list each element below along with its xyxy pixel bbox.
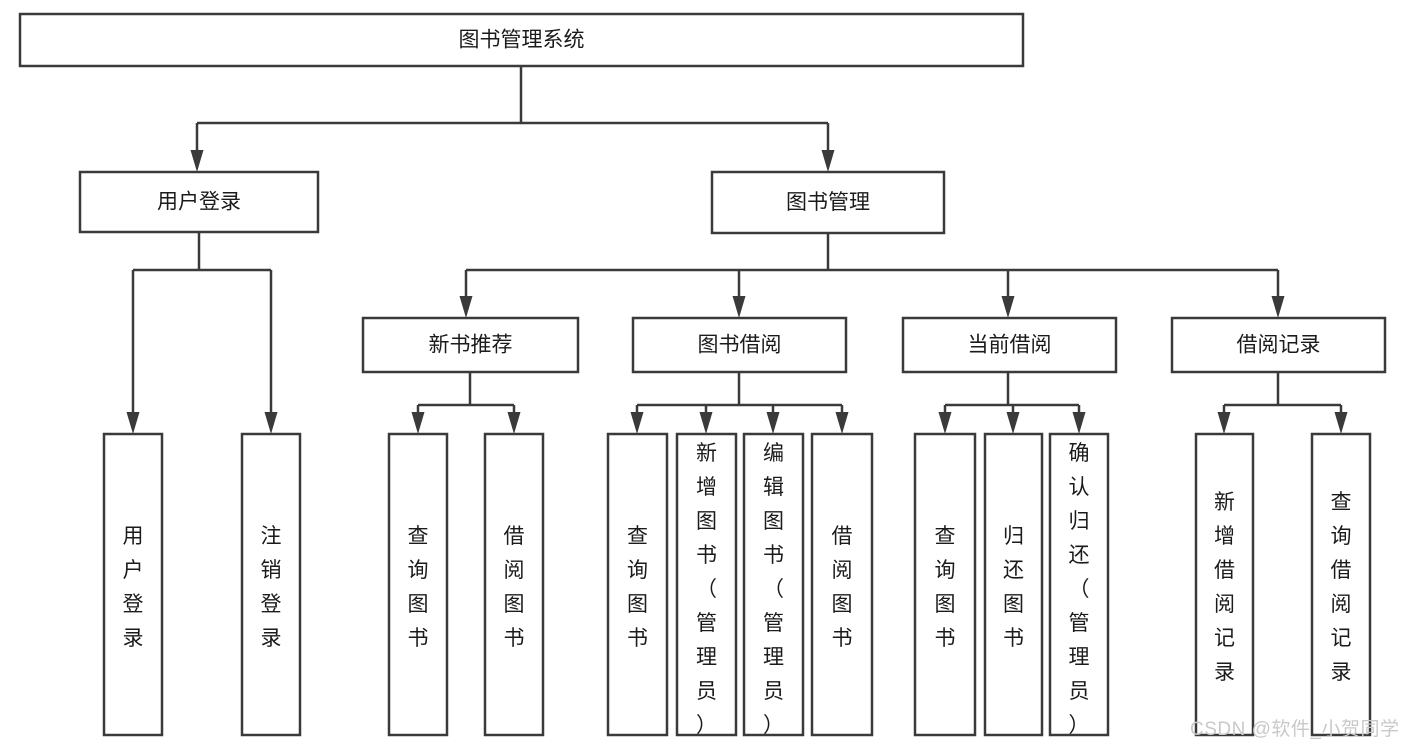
arrow-head-icon (630, 412, 644, 434)
arrow-head-icon (699, 412, 713, 434)
node-label: 借阅图书 (504, 525, 525, 650)
node-label: 借阅图书 (832, 525, 853, 650)
node-box (710, 170, 946, 235)
node-leaf-add-book-admin[interactable]: 新增图书（管理员） (675, 432, 738, 737)
arrow-head-icon (1001, 296, 1015, 318)
node-label: 图书管理 (786, 191, 870, 214)
node-leaf-borrow-book-recommend[interactable]: 借阅图书 (483, 432, 545, 737)
node-label: 新书推荐 (429, 334, 513, 357)
arrow-head-icon (835, 412, 849, 434)
node-box (361, 316, 580, 374)
node-layer: 图书管理系统用户登录图书管理新书推荐图书借阅当前借阅借阅记录用户登录注销登录查询… (18, 12, 1387, 737)
node-box (483, 432, 545, 737)
arrow-head-icon (1006, 412, 1020, 434)
node-box (675, 432, 738, 737)
node-label: 查询图书 (935, 525, 956, 650)
node-new-book-recommend[interactable]: 新书推荐 (361, 316, 580, 374)
node-box (78, 170, 320, 234)
node-label: 归还图书 (1003, 525, 1024, 650)
node-label: 编辑图书（管理员） (763, 442, 784, 737)
node-label: 查询图书 (408, 525, 429, 650)
node-box (1048, 432, 1110, 737)
node-label: 用户登录 (157, 191, 241, 214)
node-book-management[interactable]: 图书管理 (710, 170, 946, 235)
node-label: 新增借阅记录 (1214, 491, 1235, 684)
node-box (18, 12, 1025, 68)
node-label: 查询图书 (627, 525, 648, 650)
node-label: 注销登录 (261, 525, 282, 650)
node-borrow-record[interactable]: 借阅记录 (1170, 316, 1387, 374)
node-book-borrow[interactable]: 图书借阅 (631, 316, 848, 374)
arrow-head-icon (732, 296, 746, 318)
node-box (810, 432, 874, 737)
node-label: 新增图书（管理员） (696, 442, 717, 737)
arrow-head-icon (459, 296, 473, 318)
arrow-head-icon (1271, 296, 1285, 318)
node-label: 图书管理系统 (459, 29, 585, 52)
node-root[interactable]: 图书管理系统 (18, 12, 1025, 68)
arrow-head-icon (264, 412, 278, 434)
node-box (1170, 316, 1387, 374)
node-leaf-return-book[interactable]: 归还图书 (983, 432, 1044, 737)
node-label: 确认归还（管理员） (1069, 442, 1090, 737)
node-box (240, 432, 302, 737)
node-leaf-borrow-book[interactable]: 借阅图书 (810, 432, 874, 737)
node-label: 借阅记录 (1237, 334, 1321, 357)
arrow-head-icon (938, 412, 952, 434)
node-box (387, 432, 449, 737)
node-leaf-user-login[interactable]: 用户登录 (102, 432, 164, 737)
arrow-head-icon (821, 150, 835, 172)
arrow-head-icon (766, 412, 780, 434)
node-box (742, 432, 805, 737)
node-leaf-confirm-return-admin[interactable]: 确认归还（管理员） (1048, 432, 1110, 737)
node-box (102, 432, 164, 737)
node-leaf-query-book-borrow[interactable]: 查询图书 (606, 432, 669, 737)
connector-layer (126, 66, 1348, 434)
node-user-login[interactable]: 用户登录 (78, 170, 320, 234)
arrow-head-icon (411, 412, 425, 434)
node-leaf-add-borrow-record[interactable]: 新增借阅记录 (1194, 432, 1255, 737)
node-box (983, 432, 1044, 737)
csdn-watermark: CSDN @软件_小贺同学 (1190, 719, 1400, 740)
arrow-head-icon (126, 412, 140, 434)
node-leaf-query-book-current[interactable]: 查询图书 (913, 432, 977, 737)
arrow-head-icon (190, 150, 204, 172)
arrow-head-icon (1334, 412, 1348, 434)
arrow-head-icon (1217, 412, 1231, 434)
arrow-head-icon (507, 412, 521, 434)
node-leaf-query-borrow-record[interactable]: 查询借阅记录 (1310, 432, 1372, 737)
node-label: 用户登录 (123, 525, 144, 650)
node-box (913, 432, 977, 737)
node-box (1310, 432, 1372, 737)
node-leaf-query-book-recommend[interactable]: 查询图书 (387, 432, 449, 737)
node-box (901, 316, 1118, 374)
node-label: 当前借阅 (968, 334, 1052, 357)
node-current-borrow[interactable]: 当前借阅 (901, 316, 1118, 374)
node-leaf-logout[interactable]: 注销登录 (240, 432, 302, 737)
node-box (606, 432, 669, 737)
arrow-head-icon (1072, 412, 1086, 434)
node-box (1194, 432, 1255, 737)
node-label: 图书借阅 (698, 334, 782, 357)
node-label: 查询借阅记录 (1331, 491, 1352, 684)
node-box (631, 316, 848, 374)
node-leaf-edit-book-admin[interactable]: 编辑图书（管理员） (742, 432, 805, 737)
